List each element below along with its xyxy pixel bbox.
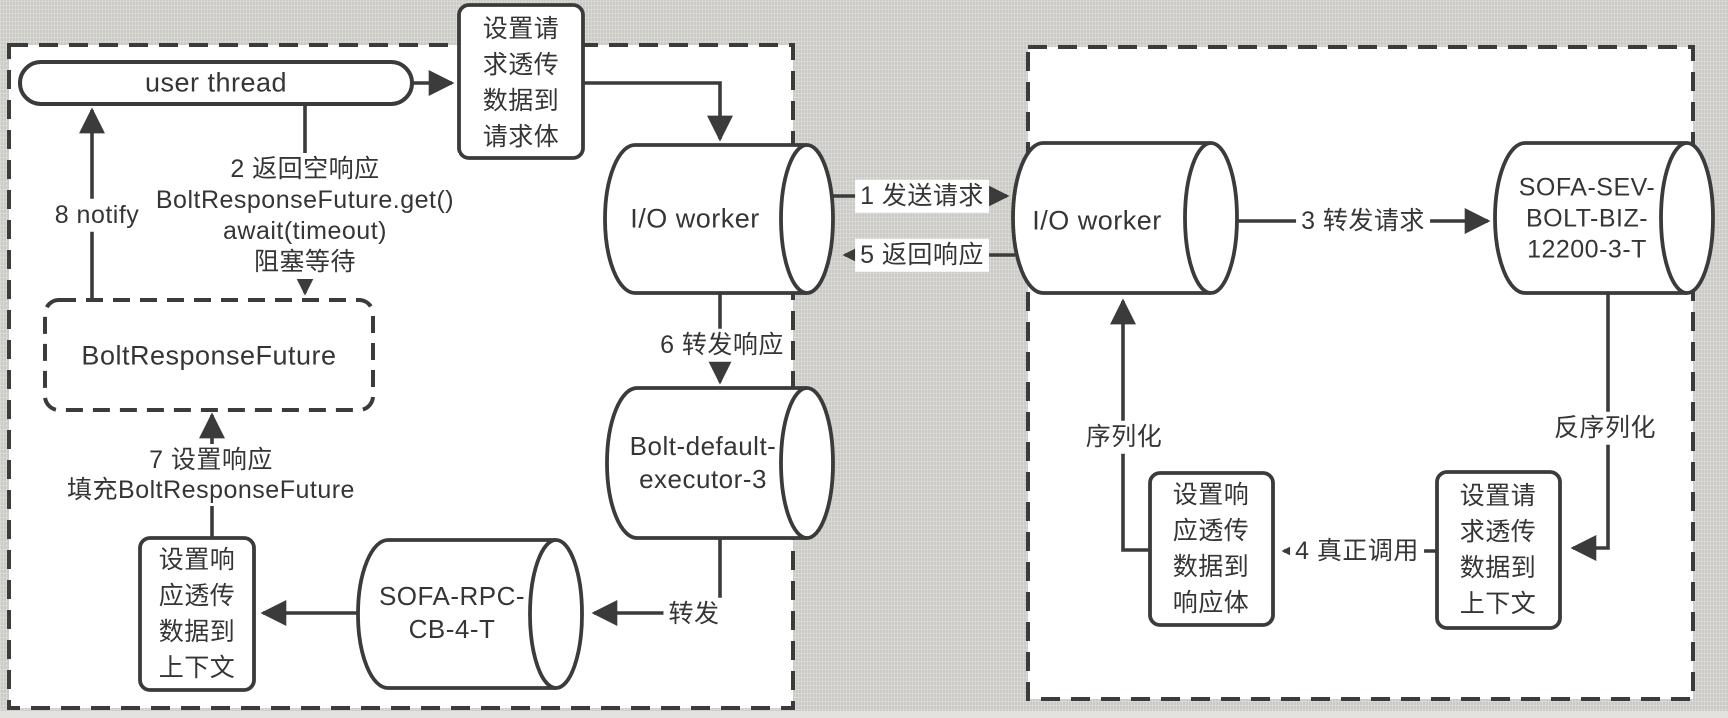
- forward-label: 转发: [663, 597, 725, 631]
- io-worker-2-label: I/O worker: [1032, 205, 1162, 236]
- step3-label: 3 转发请求: [1296, 204, 1430, 238]
- step7-note: 7 设置响应 填充BoltResponseFuture: [62, 444, 360, 506]
- arrow-setrequest-to-ioworker1: [583, 81, 733, 142]
- io-worker-1-label: I/O worker: [630, 203, 760, 234]
- sofa-rpc-cb-label: SOFA-RPC- CB-4-T: [378, 581, 526, 644]
- set-request-context-box-shape: [1435, 470, 1562, 630]
- bolt-response-future-shape: [43, 298, 375, 412]
- set-request-context-box-label: 设置请求透传数据到上下文: [1459, 482, 1537, 618]
- arrow-serialize: [1110, 298, 1150, 552]
- bolt-response-future-label: BoltResponseFuture: [81, 340, 337, 371]
- bolt-executor-cylinder: [605, 386, 835, 540]
- set-response-body-box-shape: [1148, 471, 1275, 627]
- user-thread-shape: [18, 60, 414, 106]
- step2-note: 2 返回空响应 BoltResponseFuture.get() await(t…: [150, 153, 460, 279]
- step1-label: 1 发送请求: [855, 179, 989, 213]
- arrow-deserialize: [1570, 293, 1610, 561]
- sofa-sev-biz-cylinder: [1493, 141, 1715, 295]
- page-edge-strip: [0, 711, 1728, 718]
- set-response-context-box-shape: [138, 536, 256, 692]
- set-request-body-box-label: 设置请求透传数据到请求体: [482, 15, 560, 151]
- step8-note: 8 notify: [49, 198, 145, 232]
- user-thread-label: user thread: [144, 67, 288, 98]
- set-response-context-box-label: 设置响应透传数据到上下文: [158, 546, 236, 682]
- sofa-rpc-cb-cylinder: [356, 538, 584, 690]
- set-response-body-box-label: 设置响应透传数据到响应体: [1172, 481, 1250, 617]
- step6-label: 6 转发响应: [655, 328, 789, 362]
- step4-label: 4 真正调用: [1290, 534, 1424, 568]
- bolt-executor-label: Bolt-default- executor-3: [629, 431, 777, 494]
- serialize-label: 序列化: [1080, 420, 1168, 454]
- deserialize-label: 反序列化: [1548, 411, 1662, 445]
- sofa-sev-biz-label: SOFA-SEV- BOLT-BIZ- 12200-3-T: [1518, 173, 1656, 264]
- set-request-body-box-shape: [457, 3, 585, 160]
- step5-label: 5 返回响应: [855, 238, 989, 272]
- io-worker-2-cylinder: [1011, 141, 1239, 295]
- io-worker-1-cylinder: [603, 143, 835, 295]
